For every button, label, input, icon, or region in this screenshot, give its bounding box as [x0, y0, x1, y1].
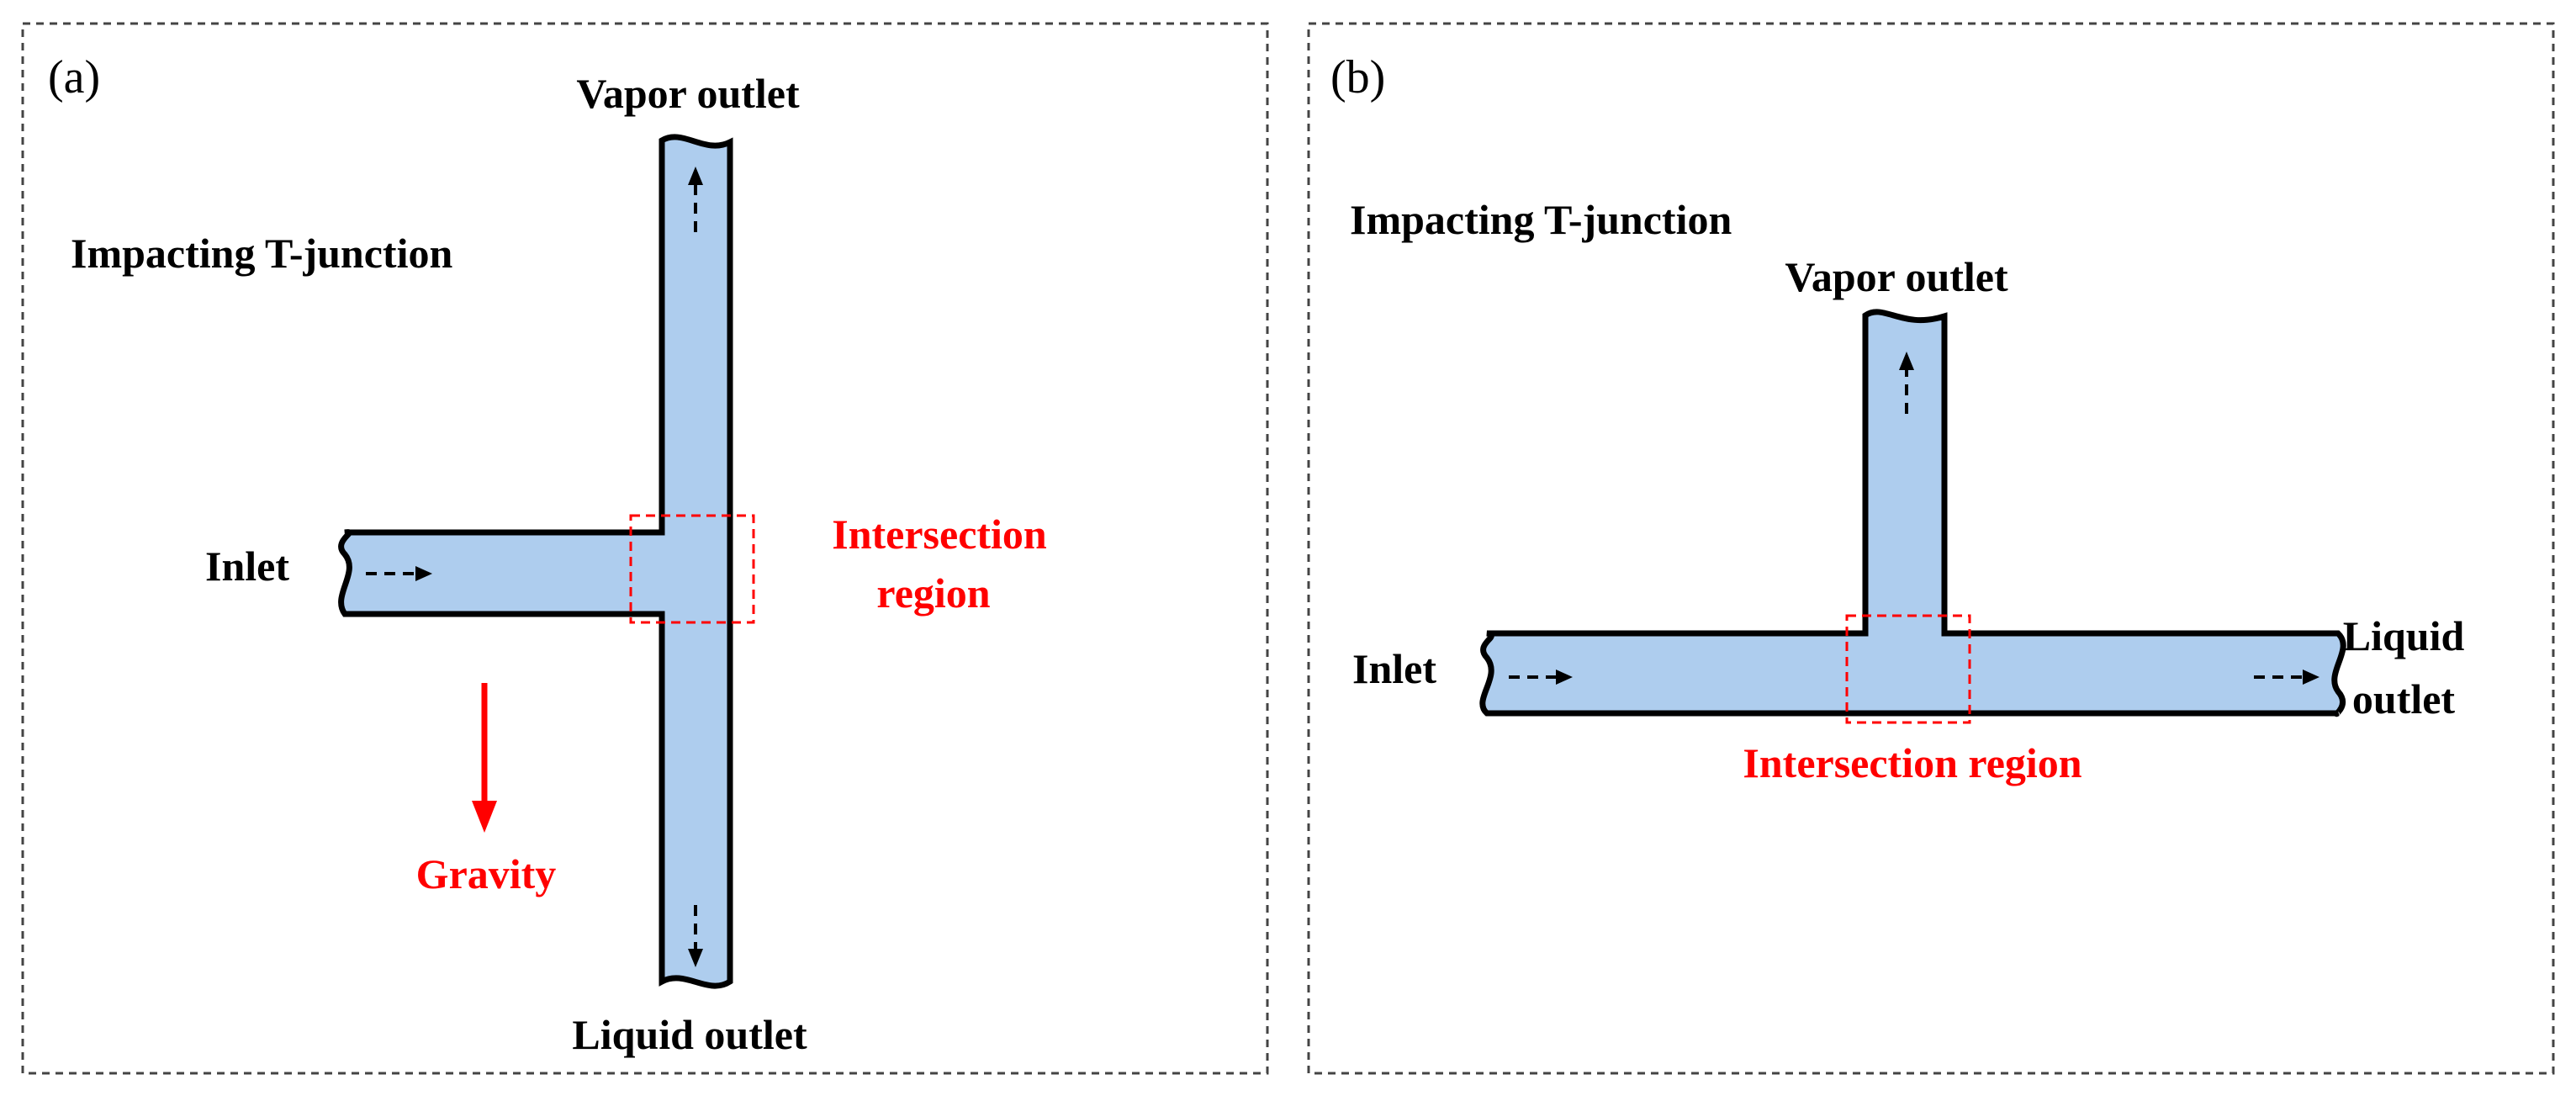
panel-a-intersection-label-line1: Intersection — [832, 511, 1047, 558]
panel-b-frame — [1307, 22, 2555, 1075]
panel-a-intersection-box — [629, 514, 755, 624]
panel-a-tag: (a) — [48, 51, 100, 103]
panel-b-flow-arrow-inlet — [1509, 670, 1573, 685]
panel-b-tag: (b) — [1330, 51, 1385, 103]
panel-a-flow-arrow-down — [688, 905, 703, 967]
panel-b: (b) Impacting T-junction Vapor outlet In… — [1307, 22, 2555, 1075]
panel-b-inlet-label: Inlet — [1352, 645, 1436, 692]
panel-b-vapor-outlet-label: Vapor outlet — [1785, 253, 2008, 300]
panel-a-flow-arrow-up — [688, 167, 703, 232]
panel-b-title: Impacting T-junction — [1350, 196, 1732, 243]
panel-b-flow-arrow-outlet — [2254, 670, 2319, 685]
panel-a-flow-arrow-right — [366, 566, 432, 581]
gravity-label: Gravity — [416, 850, 557, 897]
panel-a-frame — [21, 22, 1269, 1075]
panel-b-liquid-outlet-label-line2: outlet — [2352, 675, 2456, 723]
panel-a-pipe — [338, 134, 733, 989]
panel-b-intersection-label: Intersection region — [1743, 739, 2081, 786]
panel-a-title: Impacting T-junction — [71, 230, 452, 277]
panel-a-liquid-outlet-label: Liquid outlet — [572, 1011, 807, 1058]
panel-a: (a) Impacting T-junction Vapor outlet Li… — [21, 22, 1269, 1075]
panel-a-vapor-outlet-label: Vapor outlet — [576, 70, 800, 117]
panel-b-intersection-box — [1845, 614, 1971, 724]
panel-b-flow-arrow-up — [1899, 352, 1914, 414]
panel-a-intersection-label-line2: region — [876, 569, 990, 617]
panel-b-liquid-outlet-label-line1: Liquid — [2343, 612, 2465, 659]
gravity-arrow — [472, 683, 497, 833]
panel-b-pipe — [1479, 309, 2346, 717]
panel-a-inlet-label: Inlet — [205, 543, 289, 590]
